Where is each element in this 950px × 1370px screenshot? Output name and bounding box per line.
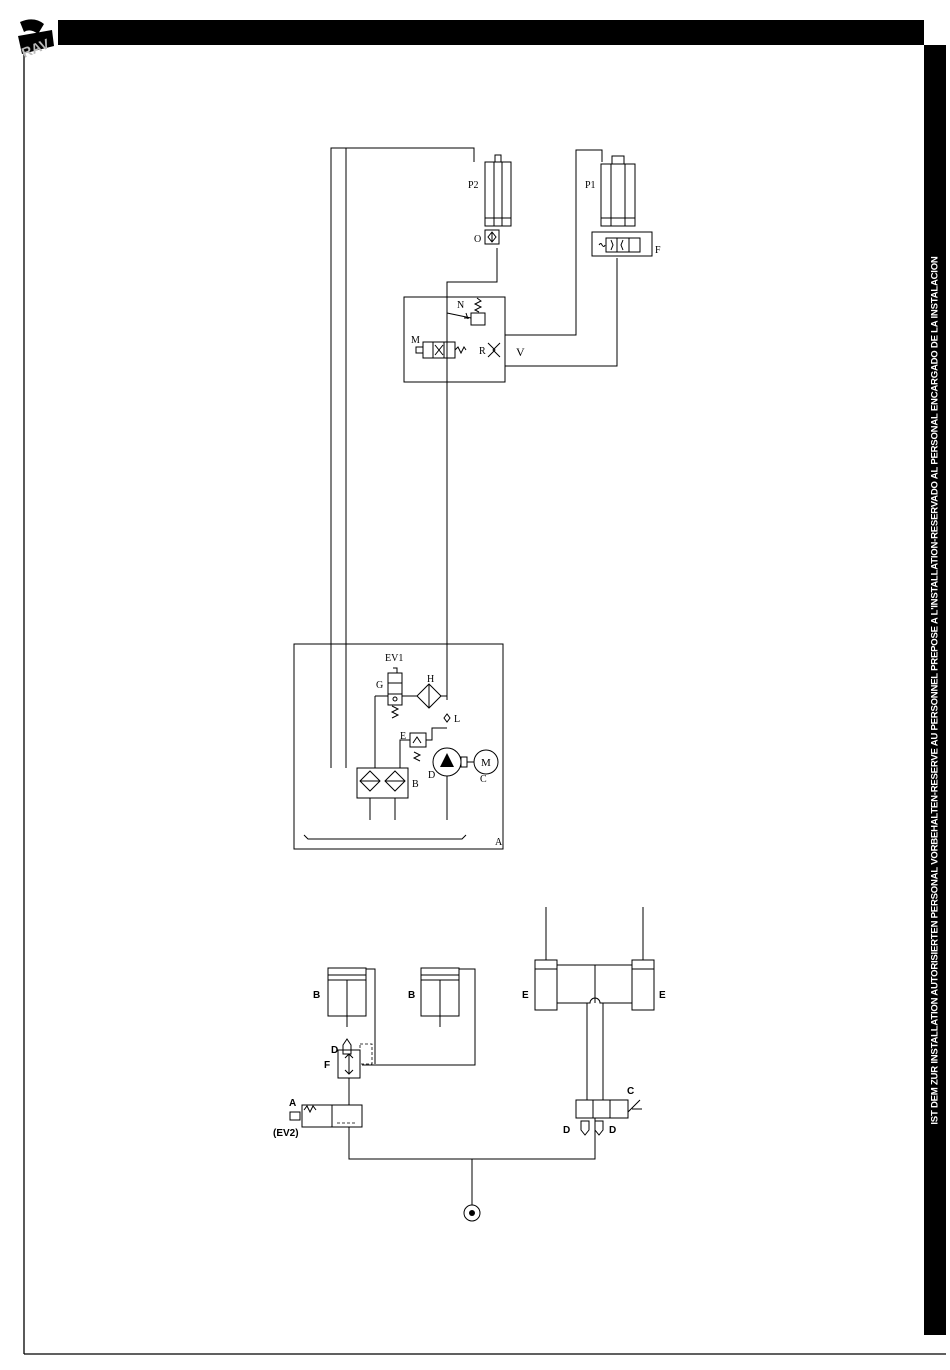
label-b: B — [412, 779, 419, 790]
label-b-left: B — [313, 990, 320, 1001]
label-ev2: (EV2) — [273, 1128, 299, 1139]
valve-block-v: N M R V — [404, 297, 525, 382]
brand-logo: RAV — [18, 19, 54, 60]
label-d: D — [428, 770, 435, 781]
pneumatic-circuit: B B E E — [273, 907, 666, 1221]
label-c: C — [480, 774, 487, 785]
power-unit-a: A EV1 G H L E — [294, 644, 503, 849]
cylinder-p1: P1 — [585, 156, 635, 226]
cylinder-b-left: B — [313, 968, 366, 1027]
label-d-bottom-left: D — [563, 1125, 570, 1136]
label-v: V — [516, 345, 525, 359]
label-a-pneu: A — [289, 1098, 296, 1109]
label-p2: P2 — [468, 180, 479, 191]
side-notice-bar: IST DEM ZUR INSTALLATION AUTORISIERTEN P… — [924, 45, 946, 1335]
hydraulic-circuit: P2 O P1 F — [294, 148, 661, 849]
label-h: H — [427, 674, 434, 685]
valve-f-pneu: D F — [324, 1039, 372, 1105]
label-n: N — [457, 300, 464, 311]
label-c-pneu: C — [627, 1086, 634, 1097]
label-d-bottom-right: D — [609, 1125, 616, 1136]
label-d-top: D — [331, 1045, 338, 1056]
label-m: M — [411, 335, 420, 346]
label-g: G — [376, 680, 383, 691]
cylinder-e-left: E — [522, 907, 557, 1010]
label-ev1: EV1 — [385, 653, 403, 664]
cylinder-b-right: B — [408, 968, 459, 1027]
motor-label: M — [481, 757, 491, 769]
label-f: F — [655, 245, 661, 256]
label-l: L — [454, 714, 460, 725]
cylinder-e-right: E — [632, 907, 666, 1010]
label-e-right: E — [659, 990, 666, 1001]
air-supply-source — [464, 1205, 480, 1221]
label-e-left: E — [522, 990, 529, 1001]
cylinder-p2: P2 — [468, 155, 511, 226]
valve-f: F — [592, 232, 661, 256]
label-e: E — [400, 731, 406, 742]
label-p1: P1 — [585, 180, 596, 191]
side-notice-text: IST DEM ZUR INSTALLATION AUTORISIERTEN P… — [930, 256, 941, 1124]
label-o: O — [474, 234, 481, 245]
label-f-pneu: F — [324, 1060, 330, 1071]
label-b-right: B — [408, 990, 415, 1001]
label-a: A — [495, 837, 503, 848]
valve-o: O — [474, 230, 499, 245]
label-r: R — [479, 346, 486, 357]
